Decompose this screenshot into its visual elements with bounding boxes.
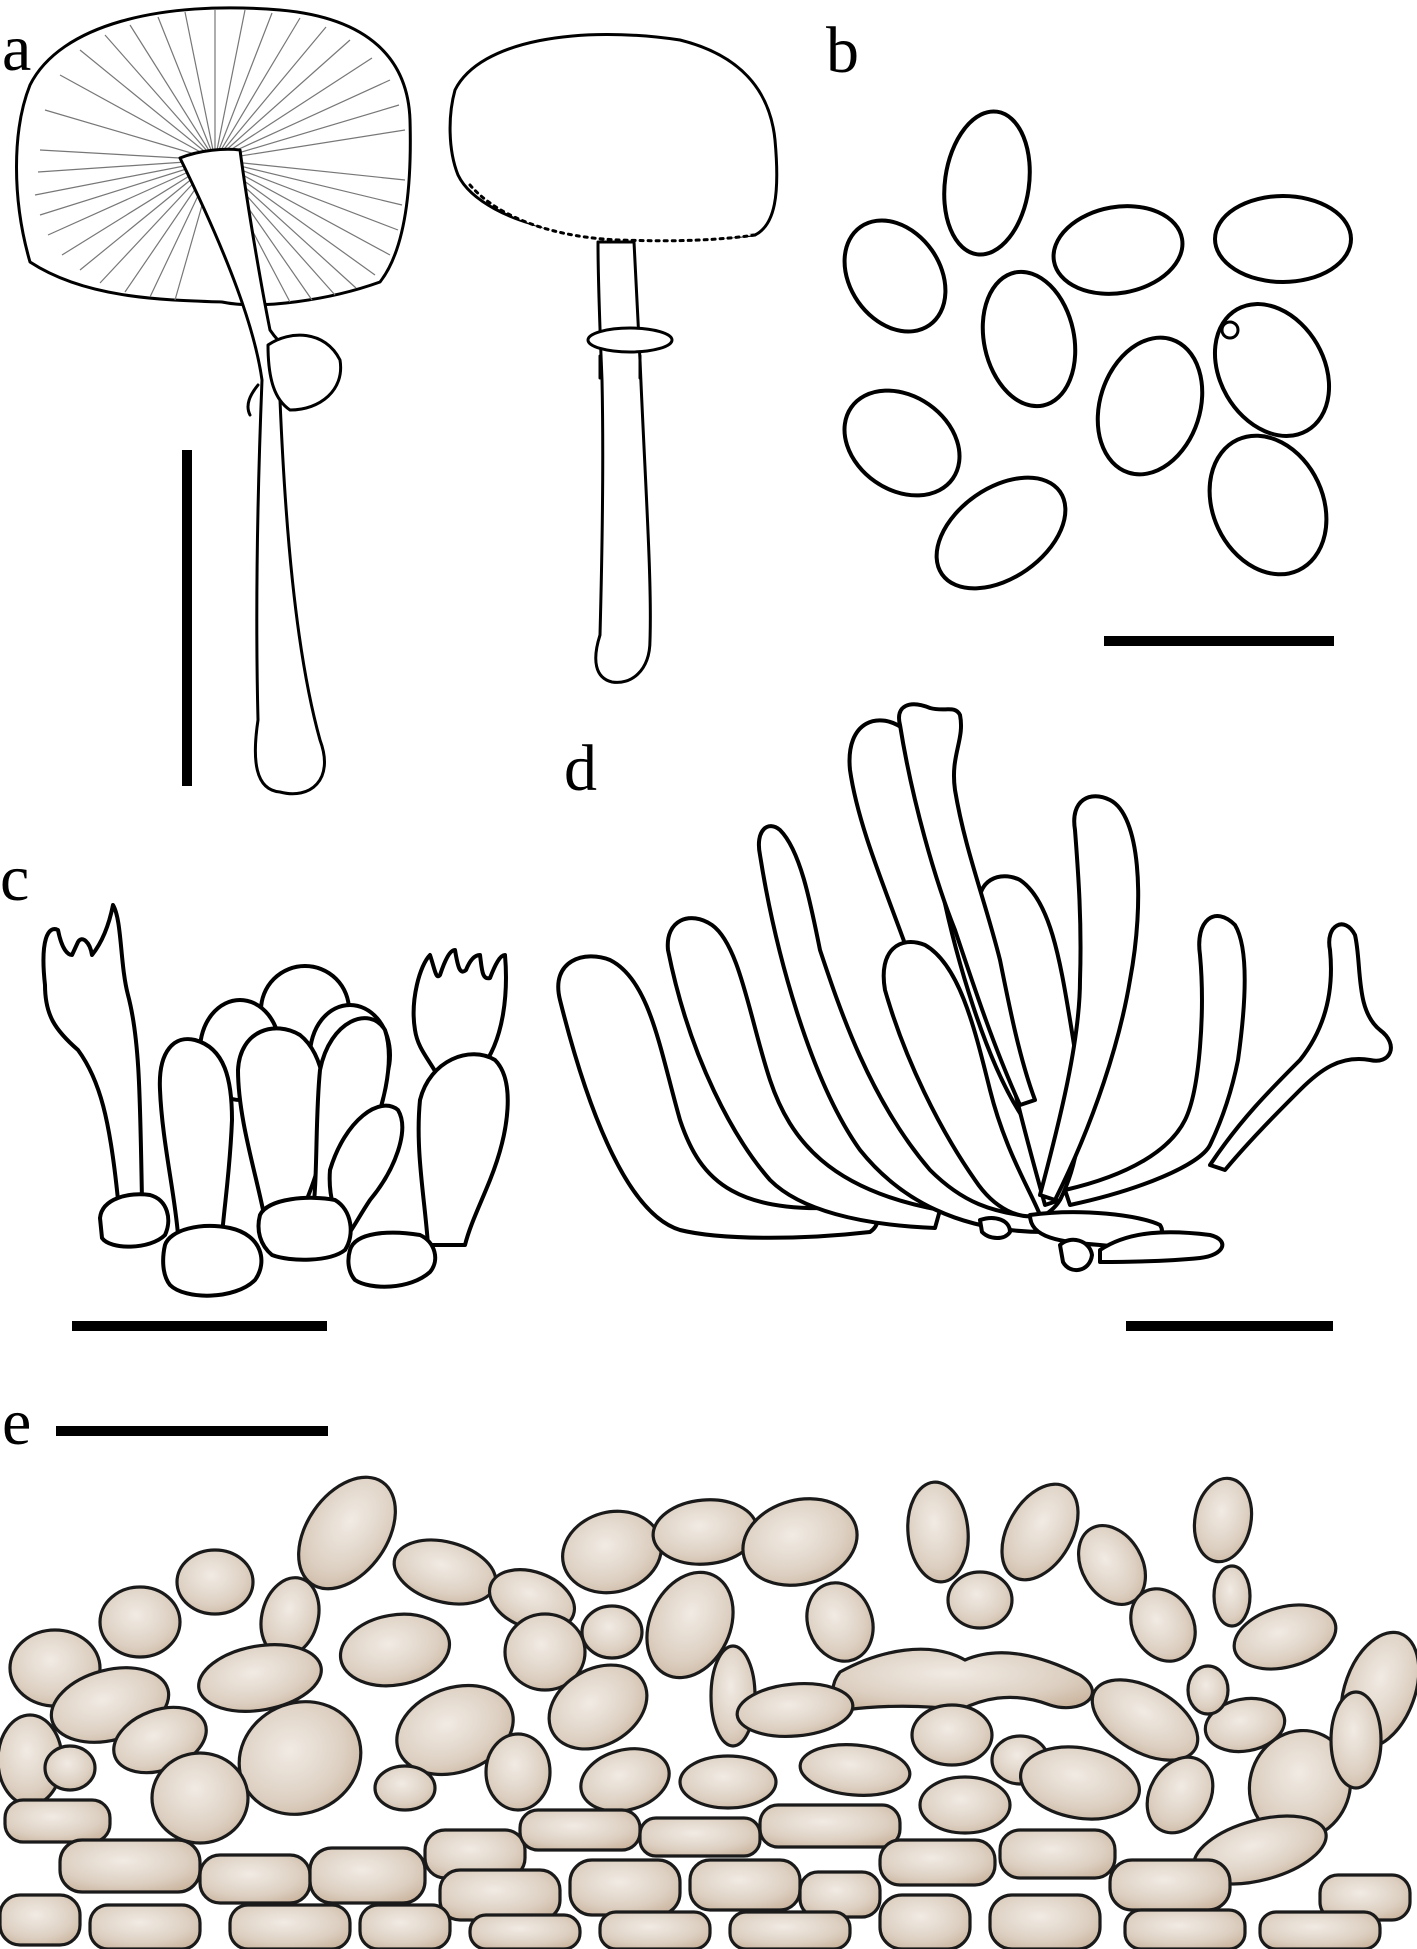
cystidium xyxy=(756,824,1052,1234)
spore xyxy=(1207,433,1329,577)
basidioma-side-view xyxy=(448,32,779,684)
scale-bar-d xyxy=(1126,1321,1333,1331)
cystidium xyxy=(897,702,1037,1107)
spore xyxy=(980,269,1078,409)
cystidium xyxy=(881,940,1042,1219)
panel-c-basidia xyxy=(41,903,510,1331)
basidioma-underside-view xyxy=(15,6,412,796)
panel-e-pileipellis xyxy=(0,1426,1417,1949)
panel-label-d: d xyxy=(564,732,597,805)
basidium xyxy=(41,903,144,1202)
spore xyxy=(934,475,1068,591)
pileipellis-cells xyxy=(0,1475,1417,1949)
panel-label-c: c xyxy=(0,842,30,915)
cystidium xyxy=(1063,914,1247,1207)
panel-label-a: a xyxy=(2,12,32,85)
panel-a-basidiomata xyxy=(15,6,779,796)
panel-b-basidiospores xyxy=(842,109,1353,646)
panel-d-cheilocystidia xyxy=(556,702,1393,1331)
spore xyxy=(1213,194,1353,284)
panel-label-b: b xyxy=(826,14,859,87)
scale-bar-a xyxy=(182,450,192,786)
basidiole xyxy=(236,1026,328,1222)
scale-bar-c xyxy=(72,1321,327,1331)
spore xyxy=(1051,204,1185,296)
spore xyxy=(842,218,948,334)
scale-bar-b xyxy=(1104,636,1334,646)
spore xyxy=(1212,302,1332,438)
cystidium xyxy=(665,916,942,1230)
cystidium xyxy=(1038,794,1141,1202)
basidiole xyxy=(416,1052,510,1247)
spore xyxy=(942,109,1032,257)
basidiole xyxy=(157,1037,234,1237)
panel-label-e: e xyxy=(2,1386,32,1459)
spore xyxy=(842,388,962,498)
spore xyxy=(1095,335,1205,477)
cystidium xyxy=(1208,922,1393,1172)
scale-bar-e xyxy=(56,1426,328,1436)
